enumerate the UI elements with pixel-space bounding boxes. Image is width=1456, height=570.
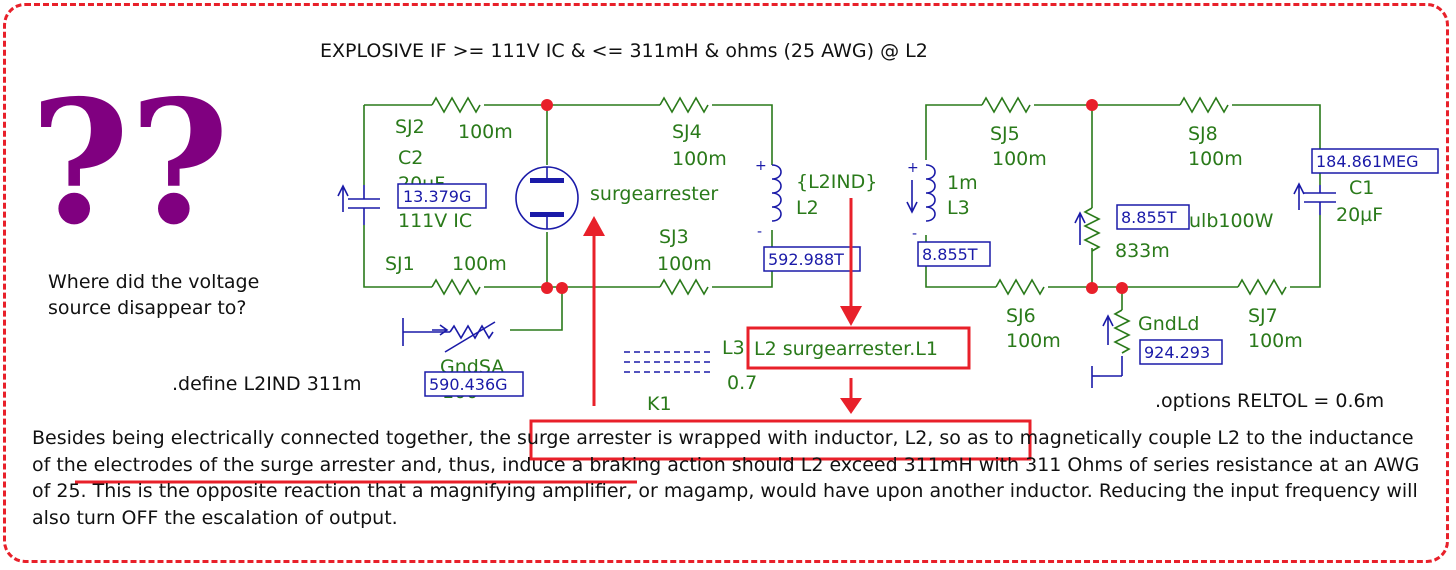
readout-c2: 13.379G <box>403 187 471 206</box>
label-c1-value: 20µF <box>1336 204 1383 226</box>
capacitor-c1 <box>1304 185 1336 215</box>
label-sj1-value: 100m <box>452 253 507 275</box>
label-l2ind: {L2IND} <box>796 171 877 193</box>
question-marks-icon: ?? <box>30 63 229 263</box>
paragraph-part-1: Besides being electrically connected tog… <box>32 427 474 449</box>
capacitor-c2 <box>348 185 380 225</box>
label-sj8: SJ8 <box>1188 123 1218 145</box>
label-sj7: SJ7 <box>1248 305 1278 327</box>
svg-text:+: + <box>755 158 767 174</box>
paragraph-part-5: and, thus, induce a braking action shoul… <box>32 453 1420 529</box>
label-c2: C2 <box>398 147 423 169</box>
label-k1-coupling: L2 surgearrester.L1 <box>754 338 938 360</box>
sentence-highlight-box <box>529 419 1032 461</box>
label-sj1: SJ1 <box>385 253 415 275</box>
junction-dot <box>556 282 568 294</box>
readout-bulb: 8.855T <box>1121 208 1177 227</box>
bulb-resistor <box>1083 207 1101 252</box>
label-k1-l3: L3 <box>722 337 745 359</box>
paragraph-part-2-highlighted: the surge arrester is wrapped with induc… <box>479 427 934 449</box>
label-sj8-value: 100m <box>1188 148 1243 170</box>
readout-l3: 8.855T <box>922 245 978 264</box>
label-gndld: GndLd <box>1138 313 1199 335</box>
surge-arrester-symbol <box>515 166 579 230</box>
paragraph-part-4-underlined: to the inductance of the electrodes of t… <box>32 427 1414 476</box>
svg-text:-: - <box>757 224 762 240</box>
junction-dot <box>1086 282 1098 294</box>
label-c2-ic: 111V IC <box>398 210 472 232</box>
label-sj4-value: 100m <box>672 148 727 170</box>
svg-text:+: + <box>907 160 919 176</box>
label-sj6-value: 100m <box>1006 330 1061 352</box>
left-circuit: + - SJ2 100m C2 20µF 111V IC SJ4 100m su… <box>172 96 877 403</box>
label-surgearrester: surgearrester <box>590 183 718 205</box>
label-c1: C1 <box>1349 177 1374 199</box>
label-sj7-value: 100m <box>1248 330 1303 352</box>
gndsa-symbol <box>402 318 496 353</box>
junction-dot <box>541 282 553 294</box>
label-sj2: SJ2 <box>395 116 425 138</box>
label-k1-value: 0.7 <box>727 372 757 394</box>
label-sj6: SJ6 <box>1006 305 1036 327</box>
readout-gndld: 924.293 <box>1144 343 1210 362</box>
resistor-sj2 <box>431 96 481 114</box>
readout-l2: 592.988T <box>768 250 844 269</box>
paragraph-part-3: so as to magnetically couple L2 <box>939 427 1247 449</box>
diagram-title: EXPLOSIVE IF >= 111V IC & <= 311mH & ohm… <box>320 40 928 62</box>
dashed-border <box>3 3 1449 563</box>
inductor-l3: + - <box>906 160 936 242</box>
question-text-line2: source disappear to? <box>48 297 246 319</box>
label-bulb-value: 833m <box>1115 240 1170 262</box>
label-sj5-value: 100m <box>992 148 1047 170</box>
svg-text:-: - <box>912 226 917 242</box>
red-annotations <box>75 198 1032 484</box>
label-sj2-value: 100m <box>458 121 513 143</box>
resistor-sj5 <box>981 96 1031 114</box>
resistor-sj6 <box>995 278 1045 296</box>
right-circuit: + - SJ5 100m SJ8 100m 1m L3 ulb100W <box>906 96 1439 412</box>
junction-dot <box>541 99 553 111</box>
junction-dot <box>1086 99 1098 111</box>
label-l3: L3 <box>947 197 970 219</box>
label-k1: K1 <box>647 393 672 415</box>
junction-dot <box>1116 282 1128 294</box>
resistor-sj4 <box>659 96 709 114</box>
resistor-sj1 <box>431 278 481 296</box>
resistor-sj3 <box>659 278 709 296</box>
resistor-sj8 <box>1179 96 1229 114</box>
label-sj5: SJ5 <box>990 123 1020 145</box>
options-directive: .options RELTOL = 0.6m <box>1155 390 1384 412</box>
label-bulb: ulb100W <box>1189 210 1274 232</box>
label-sj3: SJ3 <box>659 226 689 248</box>
label-sj3-value: 100m <box>657 253 712 275</box>
label-l3-value: 1m <box>947 172 978 194</box>
inductor-l2: + - <box>755 158 782 240</box>
label-l2: L2 <box>796 197 819 219</box>
question-text-line1: Where did the voltage <box>48 271 259 293</box>
define-directive: .define L2IND 311m <box>172 373 361 395</box>
explanation-paragraph: Besides being electrically connected tog… <box>32 425 1432 531</box>
k1-coupling: K1 L3 0.7 L2 surgearrester.L1 <box>624 326 971 415</box>
label-sj4: SJ4 <box>672 121 702 143</box>
k1-highlight-box <box>746 326 971 370</box>
readout-gndsa: 590.436G <box>429 375 508 394</box>
readout-c1: 184.861MEG <box>1316 152 1418 171</box>
resistor-sj7 <box>1237 278 1287 296</box>
gndld-symbol <box>1091 309 1131 388</box>
